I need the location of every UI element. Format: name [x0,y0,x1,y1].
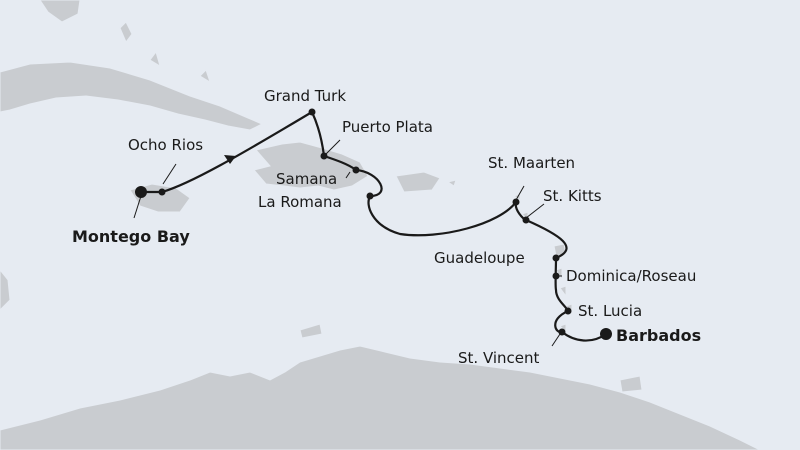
label-puerto-plata: Puerto Plata [342,118,433,136]
land-bahamas-2 [149,50,161,68]
leader-st-vincent [551,333,561,347]
land-central-america [0,269,11,311]
leader-montego-bay [133,195,142,219]
marker-st-lucia [564,307,572,315]
marker-dominica-roseau [552,272,560,280]
label-barbados: Barbados [616,326,701,345]
route-line [139,110,608,342]
marker-grand-turk [308,108,316,116]
cruise-route [139,110,608,342]
land-cuba [0,61,264,131]
label-st-kitts: St. Kitts [543,187,602,205]
marker-samana [352,166,360,174]
label-dominica-roseau: Dominica/Roseau [566,267,696,285]
land-bahamas-3 [199,69,211,84]
marker-la-romana [366,192,374,200]
leader-lines [133,139,562,347]
marker-barbados [600,328,612,340]
label-st-vincent: St. Vincent [458,349,540,367]
land-virgin-islands [446,179,457,187]
land-florida [39,0,81,23]
land-trinidad [619,375,643,393]
land-aruba-curacao [299,323,323,339]
leader-ocho-rios [162,163,177,185]
marker-st-kitts [522,216,530,224]
land-puerto-rico [395,171,441,193]
leader-samana [345,171,351,179]
route-direction-arrow [224,155,236,164]
label-la-romana: La Romana [258,193,342,211]
land-hispaniola [253,141,369,191]
land-layer [0,0,761,450]
label-st-maarten: St. Maarten [488,154,575,172]
land-bahamas [119,21,133,43]
label-guadeloupe: Guadeloupe [434,249,525,267]
label-samana: Samana [276,170,337,188]
port-markers [135,108,612,340]
marker-puerto-plata [320,152,328,160]
leader-st-maarten [515,185,525,201]
marker-ocho-rios [158,188,166,196]
marker-st-maarten [512,198,520,206]
label-montego-bay: Montego Bay [72,227,190,246]
marker-st-vincent [558,328,566,336]
land-south-america [0,345,761,450]
marker-montego-bay [135,186,147,198]
label-st-lucia: St. Lucia [578,302,642,320]
label-grand-turk: Grand Turk [264,87,346,105]
leader-puerto-plata [323,139,341,157]
port-labels: Ocho Rios Montego Bay Grand Turk Puerto … [72,87,701,367]
label-ocho-rios: Ocho Rios [128,136,203,154]
leader-st-kitts [525,203,545,219]
land-martinique [559,285,567,298]
marker-guadeloupe [552,254,560,262]
